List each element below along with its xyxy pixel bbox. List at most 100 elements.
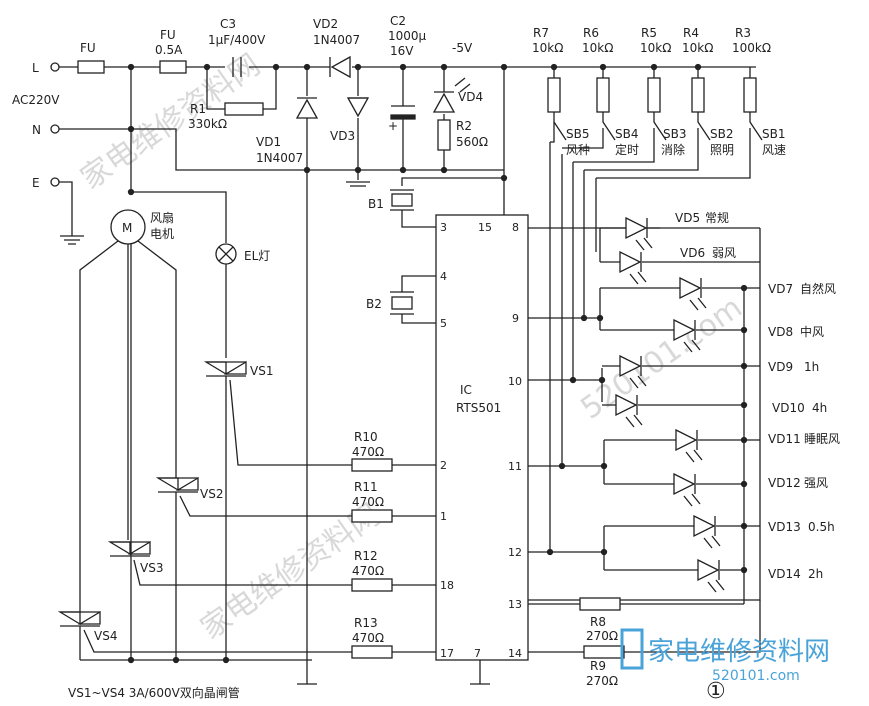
ac-voltage-label: AC220V (12, 93, 60, 107)
svg-text:10kΩ: 10kΩ (532, 41, 563, 55)
led-vd14-id: VD14 (768, 567, 801, 581)
led-vd13-label: 0.5h (808, 520, 835, 534)
fuse-fu2 (159, 60, 187, 74)
led-vd5 (600, 216, 660, 251)
resistor-r13 (351, 645, 393, 659)
b1-label: B1 (368, 197, 384, 211)
ic-rts501: IC RTS501 15 8 3 4 5 9 10 11 12 2 1 18 1… (435, 214, 529, 685)
led-vd8-label: 中风 (800, 324, 824, 339)
r9-value: 270Ω (586, 674, 618, 688)
vd2-label: VD2 (313, 17, 338, 31)
sb3-label: SB3 (663, 127, 686, 141)
r8-value: 270Ω (586, 629, 618, 643)
pin-8: 8 (512, 221, 519, 234)
led-vd8-id: VD8 (768, 325, 793, 339)
logo-text: 家电维修资料网 (648, 637, 830, 667)
triac-vs4 (57, 610, 101, 627)
r2-label: R2 (456, 119, 472, 133)
diode-vd3 (346, 97, 370, 118)
resistor-r5 (647, 77, 661, 113)
output-resistors: R8 270Ω R9 270Ω (528, 597, 761, 688)
pin-10: 10 (508, 375, 522, 388)
svg-text:R5: R5 (641, 26, 657, 40)
fu2-label: FU (160, 28, 176, 42)
resistor-r6 (596, 77, 610, 113)
resistor-r8 (579, 597, 621, 611)
r8-label: R8 (590, 615, 606, 629)
pin-1: 1 (440, 510, 447, 523)
led-vd10-id: VD10 (772, 401, 805, 415)
motor-label-2: 电机 (150, 227, 174, 241)
ic-label: IC (460, 383, 472, 397)
led-vd4 (432, 77, 471, 113)
terminal-N-label: N (32, 123, 41, 137)
led-vd12-label: 强风 (804, 476, 828, 490)
resistor-r3-group: R3 100kΩ SB1 风速 (732, 26, 786, 157)
vs3-label: VS3 (140, 561, 163, 575)
resistor-r6-group: R6 10kΩ SB4 定时 (582, 26, 639, 157)
terminal-L-label: L (32, 61, 39, 75)
resistor-r5-group: R5 10kΩ SB3 消除 (640, 26, 686, 157)
sb1-label: SB1 (762, 127, 785, 141)
site-logo: 家电维修资料网 520101.com (620, 628, 830, 684)
triac-vs3 (107, 540, 151, 557)
triac-vs2 (155, 476, 199, 493)
led-matrix: VD5 常规 VD6 弱风 VD7 自然风 VD8 中风 (528, 210, 840, 604)
r13-value: 470Ω (352, 631, 384, 645)
resistor-r9 (583, 645, 625, 659)
svg-text:10kΩ: 10kΩ (582, 41, 613, 55)
led-vd12-id: VD12 (768, 476, 801, 490)
vd1-value: 1N4007 (256, 151, 303, 165)
resistor-r10 (351, 458, 393, 472)
lamp-el (215, 243, 237, 265)
led-vd14 (604, 558, 744, 593)
sb4-label: SB4 (615, 127, 638, 141)
svg-text:10kΩ: 10kΩ (640, 41, 671, 55)
sb5-label: SB5 (566, 127, 589, 141)
pin-18: 18 (440, 579, 454, 592)
svg-text:100kΩ: 100kΩ (732, 41, 771, 55)
sb5-function: 风种 (566, 143, 590, 157)
b2-label: B2 (366, 297, 382, 311)
led-vd5-label: 常规 (705, 210, 729, 225)
r1-label: R1 (190, 102, 206, 116)
motor-label-1: 风扇 (150, 210, 174, 225)
pin-17: 17 (440, 647, 454, 660)
pin-12: 12 (508, 546, 522, 559)
sb4-function: 定时 (615, 142, 639, 157)
resistor-r4-group: R4 10kΩ SB2 照明 (682, 26, 734, 157)
svg-text:R7: R7 (533, 26, 549, 40)
pin-5: 5 (440, 317, 447, 330)
r10-value: 470Ω (352, 445, 384, 459)
sb2-function: 照明 (710, 143, 734, 157)
led-vd8 (600, 318, 744, 353)
sb1-function: 风速 (762, 143, 786, 157)
pin-14: 14 (508, 647, 522, 660)
fuse-fu1 (77, 60, 105, 74)
led-vd5-id: VD5 (675, 211, 700, 225)
keypad-section: R7 10kΩ SB5 风种 R6 10kΩ SB4 定时 R5 10kΩ SB… (528, 26, 786, 556)
led-vd12 (604, 472, 744, 507)
led-vd10-label: 4h (812, 401, 827, 415)
terminal-N (50, 124, 60, 134)
vd2-value: 1N4007 (313, 33, 360, 47)
c2-label: C2 (390, 14, 406, 28)
r10-label: R10 (354, 430, 378, 444)
led-vd7 (600, 276, 760, 311)
svg-text:10kΩ: 10kΩ (682, 41, 713, 55)
pin-13: 13 (508, 598, 522, 611)
pin-3: 3 (440, 221, 447, 234)
vd4-label: VD4 (458, 90, 483, 104)
crystal-b1 (391, 193, 413, 207)
logo-url: 520101.com (712, 668, 800, 684)
svg-text:R3: R3 (735, 26, 751, 40)
c2-value-1: 1000μ (388, 29, 427, 43)
resistor-r2 (437, 119, 451, 151)
r11-label: R11 (354, 480, 378, 494)
pin-7: 7 (474, 647, 481, 660)
vd1-label: VD1 (256, 135, 281, 149)
resistor-r11 (351, 509, 393, 523)
resistor-r7 (547, 77, 561, 113)
r11-value: 470Ω (352, 495, 384, 509)
